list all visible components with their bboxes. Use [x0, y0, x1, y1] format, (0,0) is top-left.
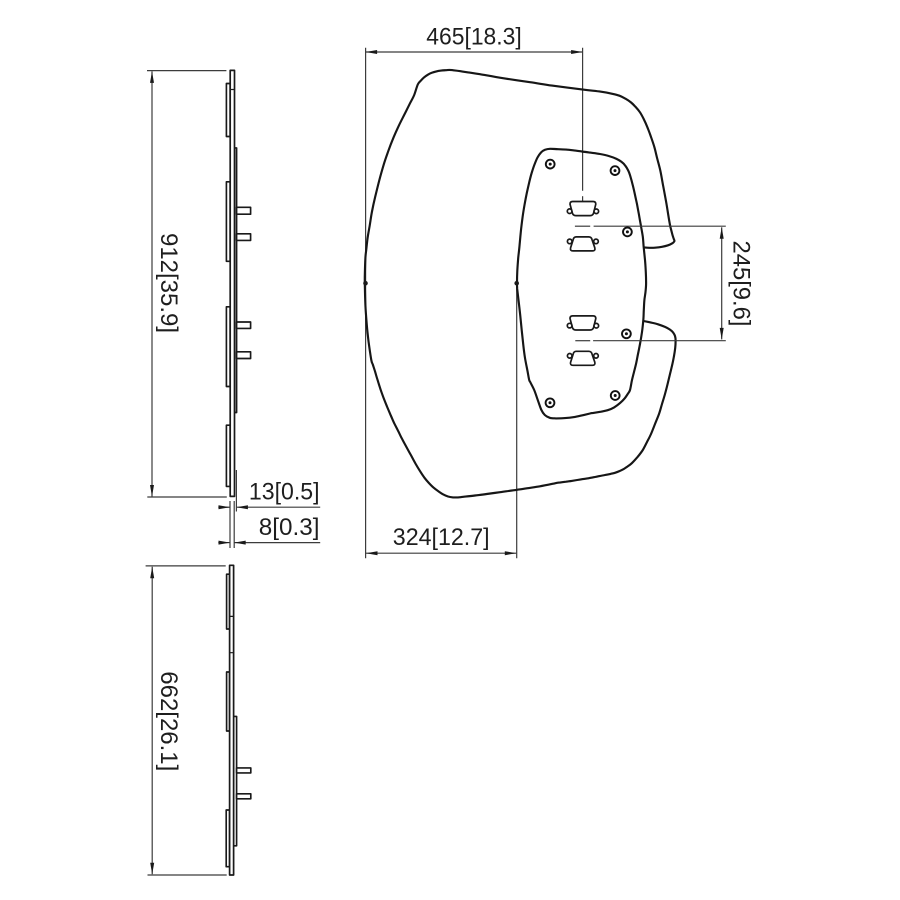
svg-text:13[0.5]: 13[0.5]: [249, 478, 320, 505]
svg-text:912[35.9]: 912[35.9]: [155, 233, 182, 333]
svg-text:465[18.3]: 465[18.3]: [426, 23, 521, 50]
svg-text:8[0.3]: 8[0.3]: [259, 514, 320, 541]
svg-text:324[12.7]: 324[12.7]: [393, 524, 490, 551]
svg-text:245[9.6]: 245[9.6]: [728, 241, 755, 327]
svg-text:662[26.1]: 662[26.1]: [155, 671, 182, 771]
